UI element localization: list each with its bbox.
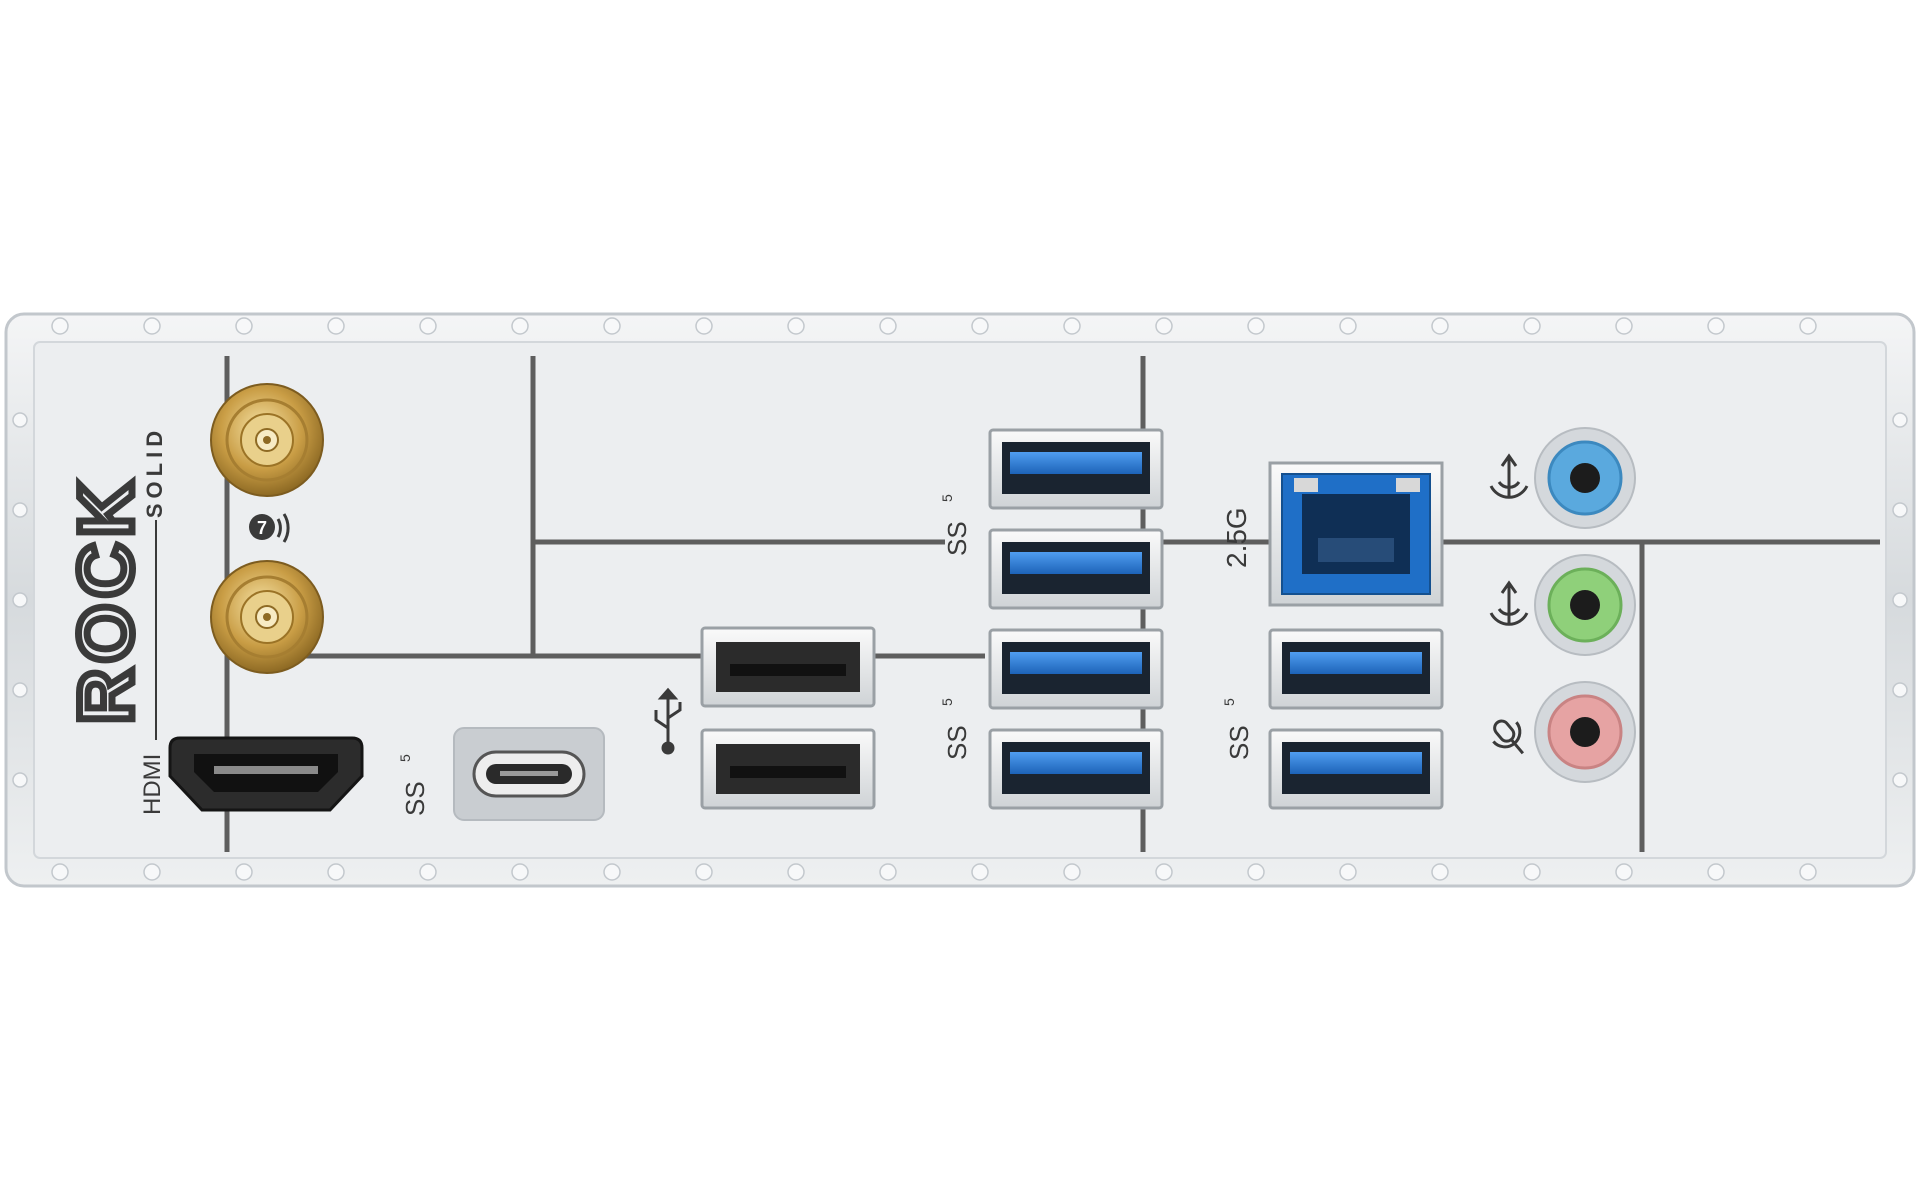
bracket-dimple — [12, 412, 28, 428]
bracket-dimple — [1799, 863, 1817, 881]
usb-3-stack-right — [1268, 628, 1444, 810]
rock-solid-logo: ROCK SOLID — [61, 426, 167, 740]
bracket-dimple — [1247, 863, 1265, 881]
bracket-dimple — [1523, 317, 1541, 335]
usb-2-port-bottom[interactable] — [700, 728, 876, 810]
usb-trident-icon — [654, 687, 682, 755]
bracket-dimple — [787, 863, 805, 881]
bracket-dimple — [1339, 317, 1357, 335]
microphone-icon — [1492, 719, 1525, 755]
rj45-lan-port[interactable] — [1268, 461, 1444, 607]
bracket-dimple — [511, 863, 529, 881]
bracket-dimple — [1799, 317, 1817, 335]
usb-2-port-top[interactable] — [700, 626, 876, 708]
bracket-dimple — [1247, 317, 1265, 335]
bracket-dimple — [1892, 412, 1908, 428]
hdmi-label: HDMI — [139, 754, 166, 815]
audio-jack-line-out[interactable] — [1534, 554, 1636, 656]
bracket-dimple — [143, 317, 161, 335]
bracket-dimple — [1892, 772, 1908, 788]
svg-text:SS: SS — [1224, 725, 1254, 760]
bracket-dimple — [51, 317, 69, 335]
bracket-dimple — [12, 502, 28, 518]
bracket-dimple — [603, 863, 621, 881]
usb-ss-logo-right: SS 5 — [1221, 698, 1254, 760]
hdmi-port[interactable] — [168, 736, 364, 812]
bracket-dimple — [235, 317, 253, 335]
wifi-7-icon: 7 — [249, 513, 290, 543]
bracket-dimple — [327, 317, 345, 335]
usb-ss-logo-stack-lower: SS 5 — [939, 698, 972, 760]
bracket-dimple — [1707, 317, 1725, 335]
audio-jack-line-in[interactable] — [1534, 427, 1636, 529]
bracket-dimple — [1892, 502, 1908, 518]
audio-jack-mic[interactable] — [1534, 681, 1636, 783]
bracket-dimple — [1523, 863, 1541, 881]
usb-3-port-6[interactable] — [1268, 728, 1444, 810]
bracket-dimple — [1063, 863, 1081, 881]
logo-sub-text: SOLID — [142, 426, 167, 518]
svg-text:5: 5 — [397, 754, 413, 762]
bracket-dimple — [419, 863, 437, 881]
usb-3-port-5[interactable] — [1268, 628, 1444, 710]
bracket-dimple — [1707, 863, 1725, 881]
bracket-dimple — [1155, 863, 1173, 881]
bracket-dimple — [511, 317, 529, 335]
bracket-dimple — [695, 317, 713, 335]
bracket-dimple — [51, 863, 69, 881]
svg-text:5: 5 — [939, 698, 955, 706]
bracket-dimple — [1615, 863, 1633, 881]
bracket-dimple — [1431, 863, 1449, 881]
svg-text:SS: SS — [942, 521, 972, 556]
bracket-dimple — [695, 863, 713, 881]
bracket-dimple — [1431, 317, 1449, 335]
bracket-dimple — [879, 317, 897, 335]
svg-text:SS: SS — [400, 781, 430, 816]
svg-text:SS: SS — [942, 725, 972, 760]
bracket-dimple — [1063, 317, 1081, 335]
bracket-dimples — [12, 317, 1908, 881]
bracket-dimple — [1155, 317, 1173, 335]
bracket-dimple — [12, 682, 28, 698]
lan-speed-label: 2.5G — [1221, 507, 1252, 568]
bracket-dimple — [971, 317, 989, 335]
wifi-antenna-connector-top[interactable] — [210, 383, 324, 497]
usb-3-port-2[interactable] — [988, 528, 1164, 610]
wifi-antenna-connector-bottom[interactable] — [210, 560, 324, 674]
svg-text:7: 7 — [257, 518, 267, 538]
usb-3-port-1[interactable] — [988, 428, 1164, 510]
usb-3-port-4[interactable] — [988, 728, 1164, 810]
bracket-dimple — [879, 863, 897, 881]
svg-text:5: 5 — [939, 494, 955, 502]
bracket-dimple — [327, 863, 345, 881]
line-out-icon — [1489, 580, 1529, 626]
usb-c-port[interactable] — [453, 727, 605, 821]
usb-ss-logo-typec: SS 5 — [397, 754, 430, 816]
bracket-dimple — [419, 317, 437, 335]
bracket-dimple — [12, 772, 28, 788]
bracket-dimple — [1339, 863, 1357, 881]
bracket-dimple — [1892, 682, 1908, 698]
usb-3-stack-left — [988, 428, 1164, 810]
bracket-dimple — [1892, 592, 1908, 608]
bracket-dimple — [143, 863, 161, 881]
logo-main-text: ROCK — [64, 476, 149, 724]
bracket-dimple — [235, 863, 253, 881]
bracket-dimple — [603, 317, 621, 335]
bracket-dimple — [1615, 317, 1633, 335]
svg-text:5: 5 — [1221, 698, 1237, 706]
bracket-dimple — [971, 863, 989, 881]
bracket-dimple — [12, 592, 28, 608]
usb-ss-logo-stack-upper: SS 5 — [939, 494, 972, 556]
line-in-icon — [1489, 453, 1529, 499]
bracket-dimple — [787, 317, 805, 335]
usb-3-port-3[interactable] — [988, 628, 1164, 710]
